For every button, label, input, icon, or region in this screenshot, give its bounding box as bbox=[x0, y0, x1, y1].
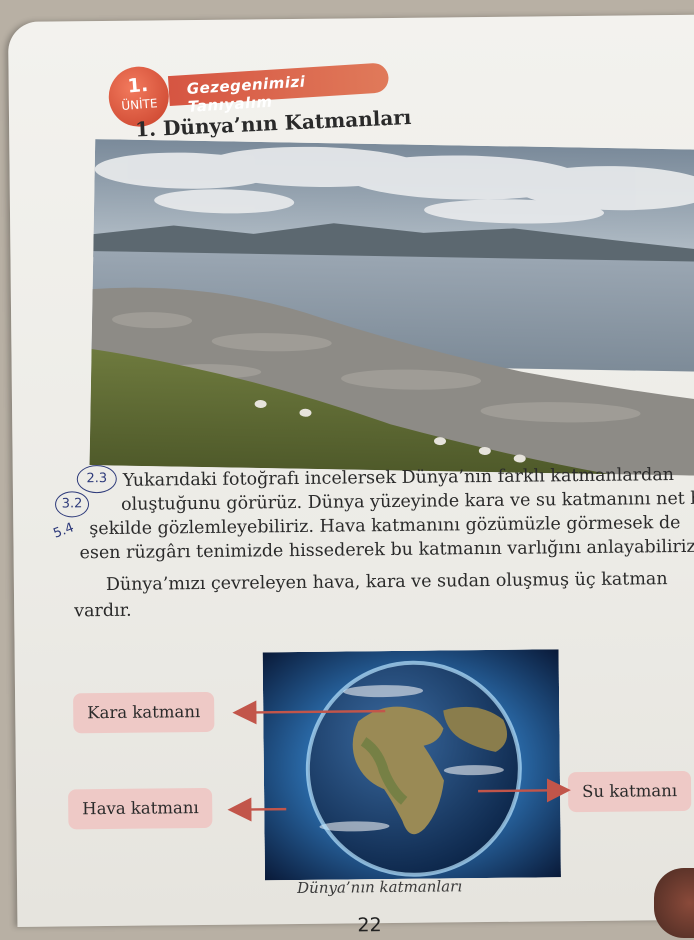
earth-figure bbox=[262, 649, 561, 881]
cloud-cover bbox=[319, 685, 504, 832]
atmosphere-rim bbox=[305, 660, 522, 877]
thumb bbox=[654, 868, 694, 938]
africa-landmass bbox=[352, 706, 444, 835]
arrow-hava bbox=[227, 797, 287, 822]
asia-landmass bbox=[443, 706, 508, 752]
arrow-kara bbox=[232, 700, 386, 725]
sheep bbox=[254, 400, 526, 463]
label-arrows bbox=[227, 700, 571, 822]
landscape-illustration bbox=[89, 139, 694, 476]
vegetation bbox=[360, 737, 408, 805]
grass bbox=[89, 349, 610, 475]
arrow-su bbox=[478, 778, 571, 803]
figure-caption: Dünya’nın katmanları bbox=[296, 877, 463, 898]
landscape-photo bbox=[89, 139, 694, 476]
textbook-page: Gezegenimizi Tanıyalım 1. ÜNİTE 1. Dünya… bbox=[8, 14, 694, 936]
page-number: 22 bbox=[357, 914, 382, 937]
clouds bbox=[94, 146, 694, 224]
earth-illustration bbox=[262, 649, 561, 881]
pebbles bbox=[112, 312, 641, 423]
